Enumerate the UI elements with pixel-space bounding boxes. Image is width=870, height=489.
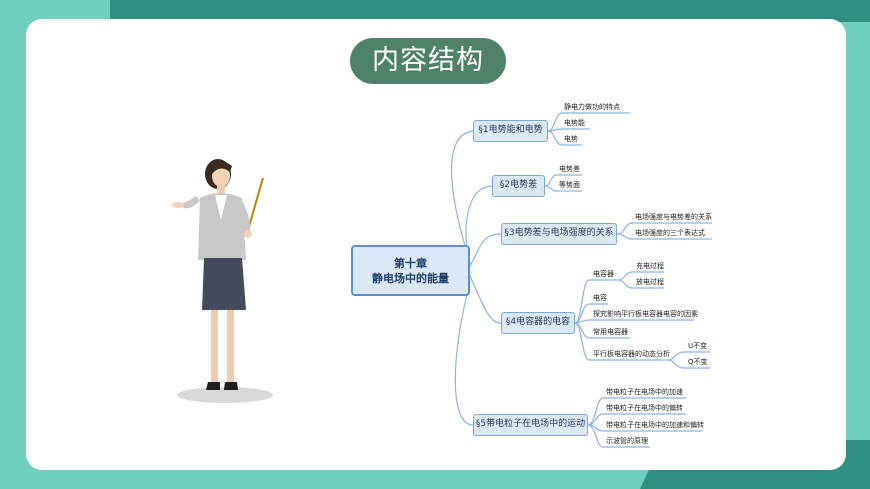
root-chapter: 第十章: [394, 257, 427, 270]
leaf-s4-item: 电容: [593, 294, 607, 302]
leaf-s3-item: 电场强度的三个表达式: [635, 229, 705, 237]
slide-card: [26, 19, 846, 470]
root-title: 静电场中的能量: [372, 272, 449, 285]
leaf-s4-item: 常用电容器: [593, 328, 628, 336]
leaf-s3-item: 电场强度与电势差的关系: [635, 213, 712, 221]
leaf-s4-item: 电容器: [593, 270, 614, 278]
branch-section-5: §5带电粒子在电场中的运动: [473, 414, 588, 436]
leaf-s5-item: 带电粒子在电场中的加速和偏转: [606, 421, 704, 429]
branch-section-3: §3电势差与电场强度的关系: [501, 223, 617, 245]
branch-section-1: §1电势能和电势: [473, 120, 548, 142]
leaf-s5-item: 带电粒子在电场中的偏转: [606, 404, 683, 412]
branch-section-4: §4电容器的电容: [501, 312, 575, 334]
leaf-s1-item: 静电力做功的特点: [564, 103, 620, 111]
mindmap-root: 第十章 静电场中的能量: [351, 245, 470, 296]
leaf-s4-item: 探究影响平行板电容器电容的因素: [593, 310, 698, 318]
leaf-s4-subitem: 充电过程: [636, 262, 664, 270]
leaf-s4-item: 平行板电容器的动态分析: [593, 350, 670, 358]
leaf-s4-subitem: Q不变: [688, 358, 708, 366]
top-band: [110, 0, 870, 22]
leaf-s2-item: 等势面: [559, 181, 580, 189]
leaf-s1-item: 电势能: [564, 119, 585, 127]
leaf-s1-item: 电势: [564, 135, 578, 143]
leaf-s2-item: 电势差: [559, 165, 580, 173]
teacher-illustration: [172, 159, 273, 403]
slide-title: 内容结构: [350, 38, 506, 84]
leaf-s4-subitem: U不变: [688, 342, 708, 350]
leaf-s5-item: 带电粒子在电场中的加速: [606, 388, 683, 396]
branch-section-2: §2电势差: [492, 175, 545, 197]
leaf-s5-item: 示波管的原理: [606, 437, 648, 445]
leaf-s4-subitem: 放电过程: [636, 278, 664, 286]
